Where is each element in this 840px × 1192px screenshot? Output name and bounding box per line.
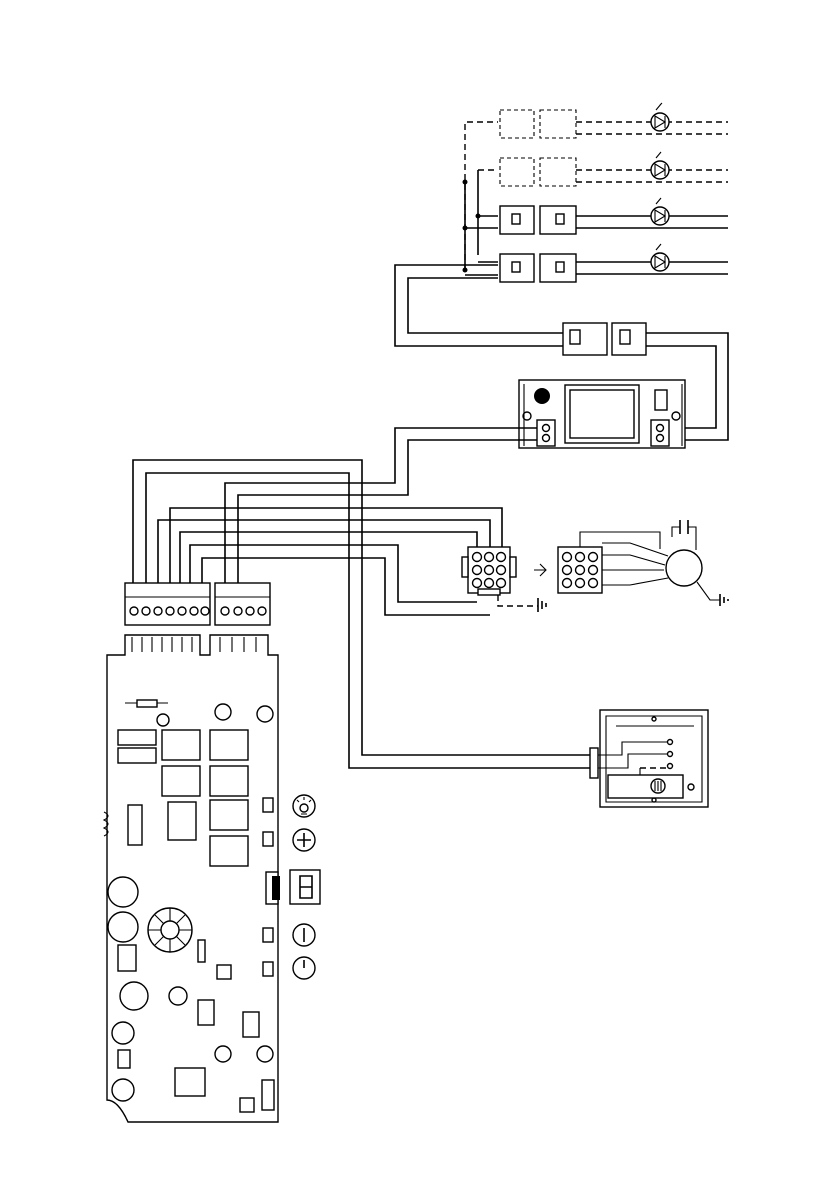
led-lamp-1	[651, 103, 669, 131]
control-pcb	[104, 635, 280, 1122]
motor	[666, 550, 702, 586]
power-button-icon	[293, 957, 315, 979]
led-lamp-4	[651, 244, 669, 271]
minus-button-icon	[293, 924, 315, 946]
led-lamp-2	[651, 152, 669, 179]
led-lamp-3	[651, 198, 669, 225]
ground-symbol	[720, 594, 728, 606]
capacitor	[672, 520, 696, 550]
light-button-icon	[293, 795, 315, 817]
terminal-block-right	[215, 583, 270, 625]
terminal-block-left	[125, 583, 210, 625]
lamp-connectors	[500, 110, 576, 282]
led-driver-module	[519, 380, 685, 448]
motor-connector-male	[558, 547, 602, 593]
motor-connector-female	[462, 547, 516, 595]
ground-symbol	[538, 598, 546, 612]
plus-button-icon	[293, 829, 315, 851]
remote-sensor-box	[590, 710, 708, 807]
seven-segment-display	[290, 870, 320, 904]
lamp-section	[395, 103, 728, 346]
